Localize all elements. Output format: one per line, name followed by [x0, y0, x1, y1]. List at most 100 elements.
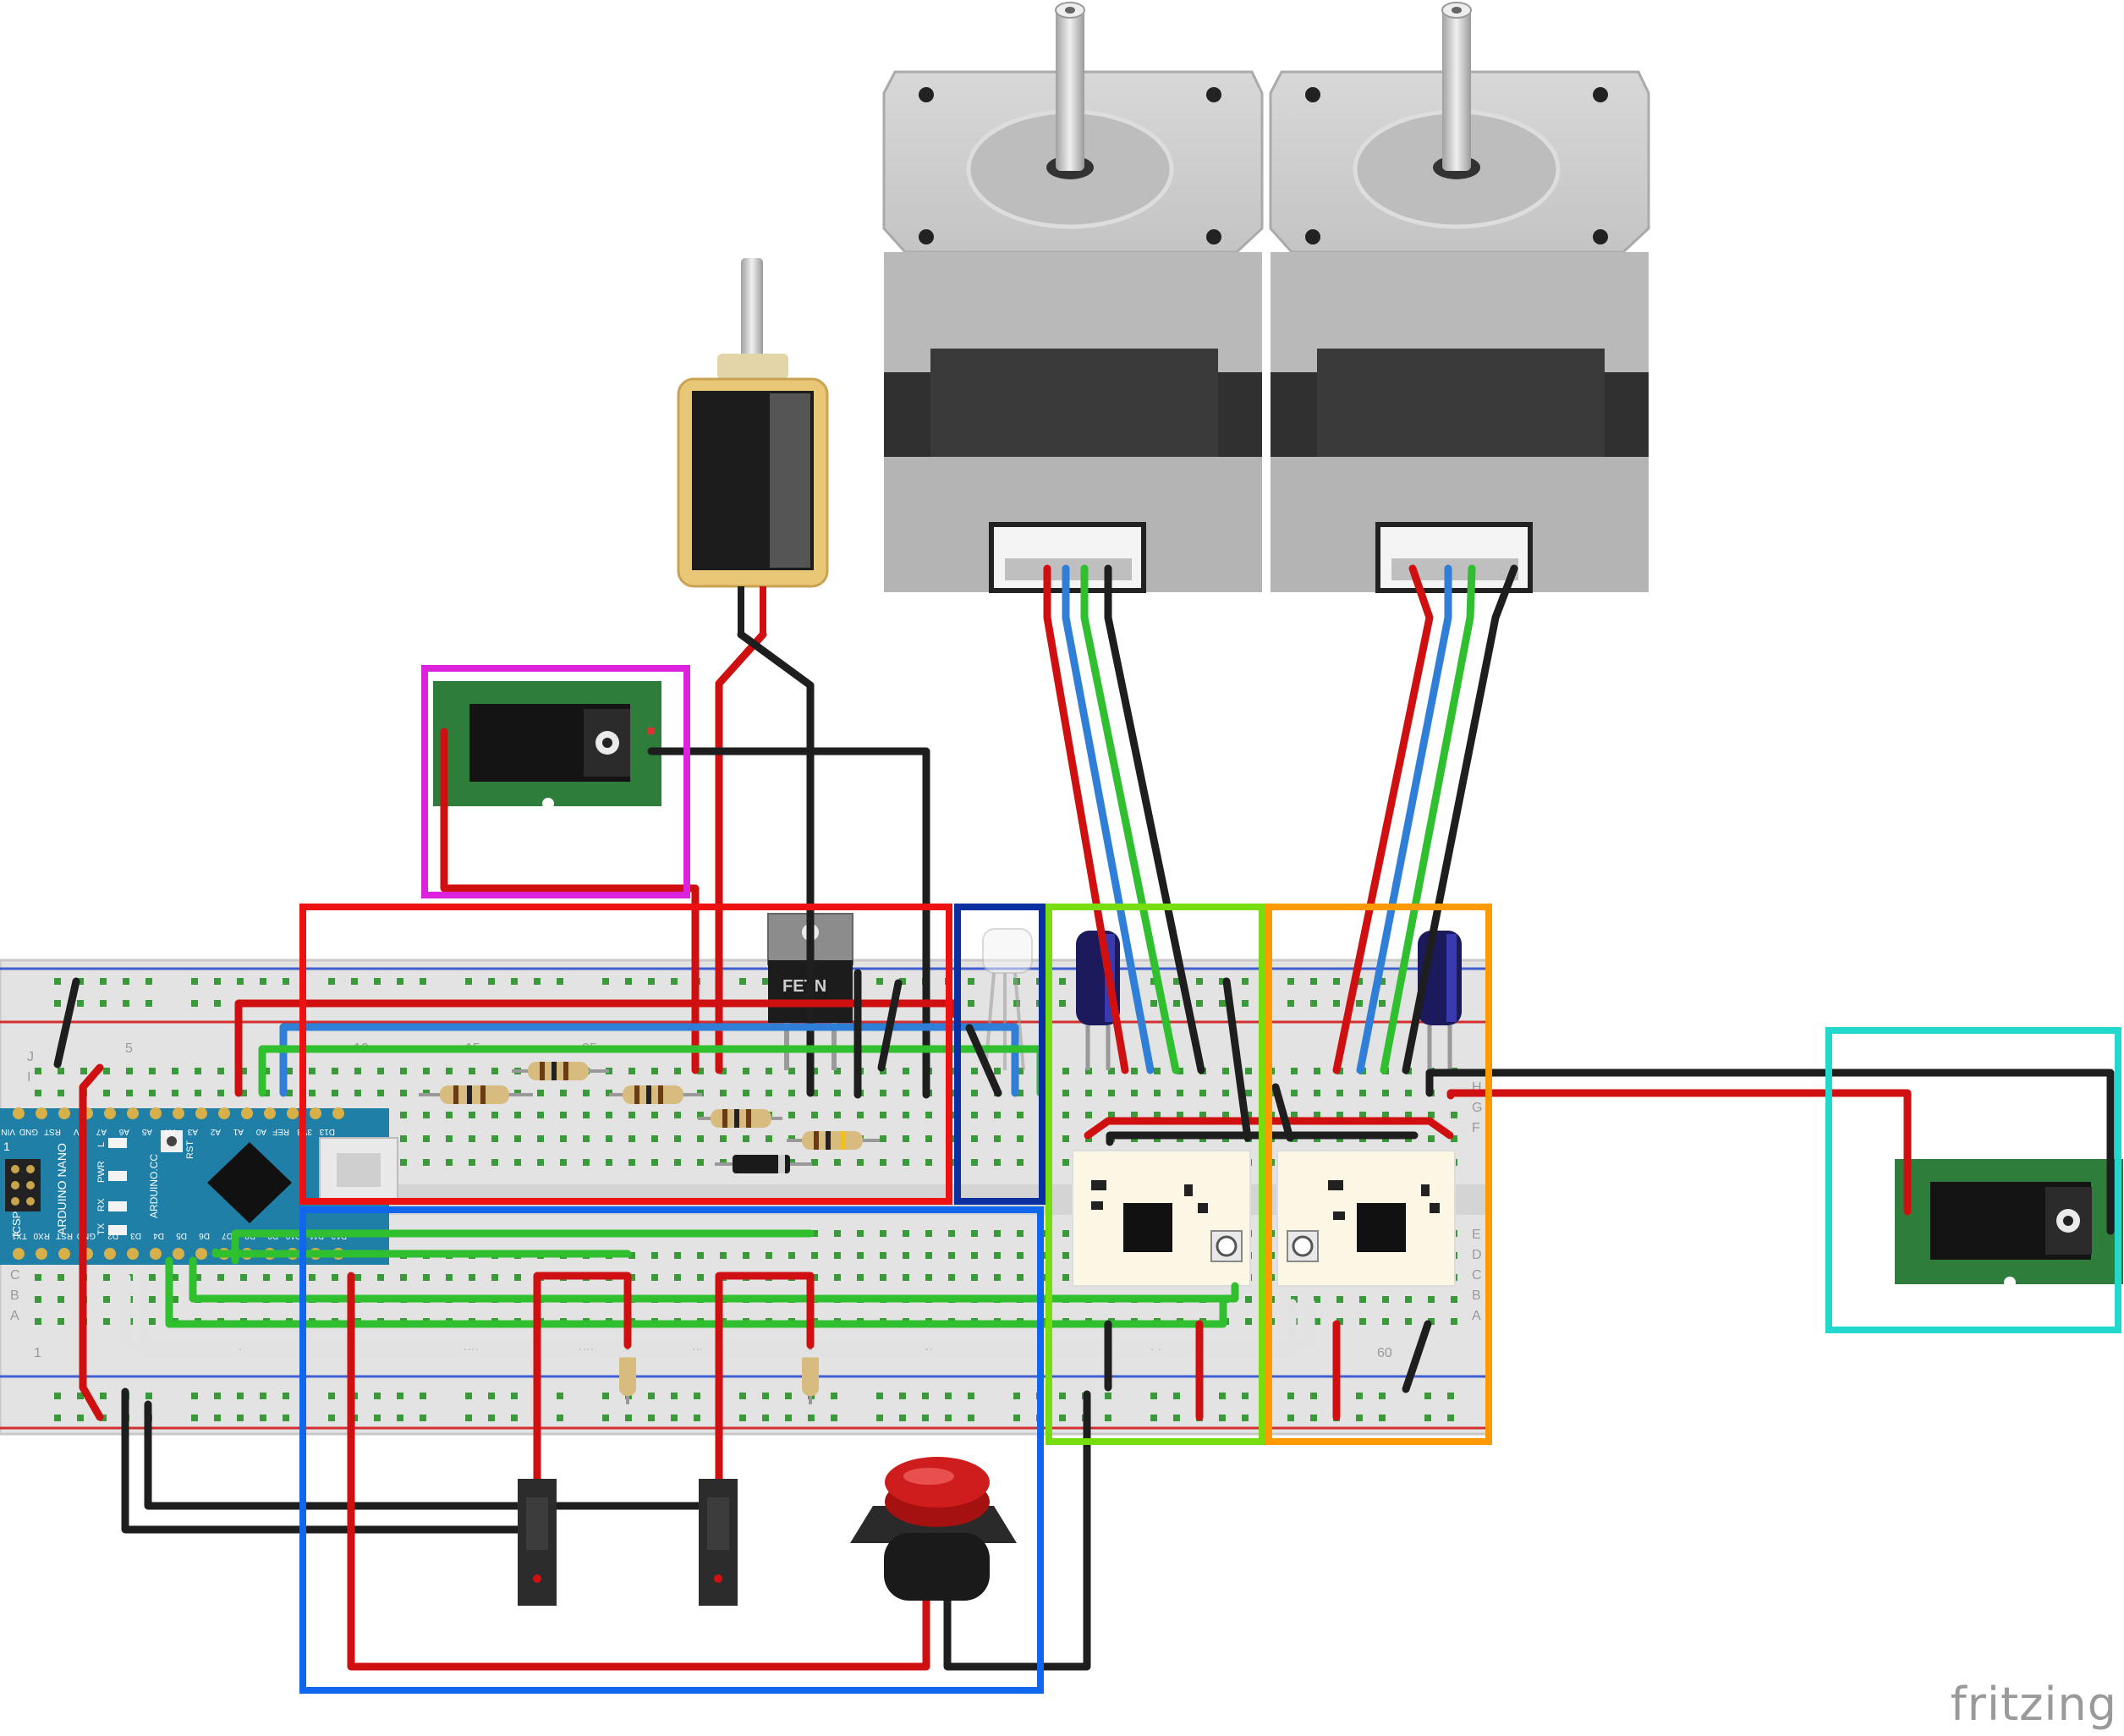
breadboard-hole — [971, 1112, 978, 1118]
breadboard-hole — [857, 1159, 864, 1166]
push-button — [850, 1457, 1017, 1601]
breadboard-hole — [54, 978, 61, 985]
breadboard-hole — [283, 1393, 289, 1399]
breadboard-hole — [217, 1090, 224, 1096]
breadboard-hole — [857, 1274, 864, 1281]
motor-bolt-hole — [1305, 229, 1320, 244]
col-number: 1 — [34, 1346, 41, 1360]
breadboard-hole — [377, 1274, 384, 1281]
breadboard-hole — [766, 1090, 772, 1096]
breadboard-hole — [1451, 1296, 1457, 1303]
breadboard-hole — [1245, 1090, 1252, 1096]
breadboard-hole — [697, 1274, 704, 1281]
breadboard-hole — [469, 1274, 475, 1281]
driver-component — [1091, 1201, 1103, 1210]
breadboard-hole — [35, 1068, 41, 1074]
arduino-pin — [150, 1107, 162, 1119]
breadboard-hole — [1287, 978, 1294, 985]
breadboard-hole — [1173, 1393, 1180, 1399]
motor-shaft-hole-top — [1452, 7, 1462, 14]
breadboard-hole — [377, 1090, 384, 1096]
breadboard-hole — [1356, 1415, 1363, 1421]
arduino-label-tx: TX — [96, 1222, 107, 1235]
breadboard-hole — [58, 1318, 64, 1325]
breadboard-hole — [469, 1068, 475, 1074]
breadboard-hole — [1379, 1393, 1386, 1399]
breadboard-hole — [697, 1068, 704, 1074]
breadboard-hole — [309, 1090, 316, 1096]
breadboard-hole — [126, 1090, 133, 1096]
breadboard-hole — [1085, 1112, 1092, 1118]
breadboard-hole — [354, 1068, 361, 1074]
breadboard-hole — [283, 978, 289, 985]
breadboard-hole — [1154, 1112, 1161, 1118]
breadboard-hole — [1222, 1112, 1229, 1118]
breadboard-hole — [260, 1393, 266, 1399]
breadboard-hole — [1062, 1252, 1069, 1259]
breadboard-hole — [788, 1252, 795, 1259]
row-letter: A — [1472, 1309, 1481, 1323]
breadboard-hole — [1242, 1393, 1249, 1399]
breadboard-hole — [397, 1415, 403, 1421]
breadboard-hole — [968, 1393, 974, 1399]
row-letter: D — [1472, 1248, 1482, 1262]
breadboard-hole — [651, 1159, 658, 1166]
breadboard-hole — [54, 1415, 61, 1421]
driver-component — [1198, 1203, 1208, 1213]
breadboard-hole — [149, 1296, 156, 1303]
stepper-motor-1 — [882, 2, 1264, 593]
breadboard-hole — [968, 978, 974, 985]
breadboard-hole — [1131, 1068, 1138, 1074]
resistor-band — [540, 1062, 545, 1080]
arduino-pin-label: D2 — [107, 1231, 118, 1240]
wire-driver-black-3 — [1271, 1083, 1294, 1142]
icsp-pin — [26, 1165, 35, 1173]
switch-lever — [526, 1497, 548, 1550]
breadboard-hole — [1314, 1112, 1320, 1118]
breadboard-hole — [857, 1230, 864, 1237]
stepper-motor-2 — [1269, 2, 1650, 593]
motor-bolt-hole — [919, 229, 934, 244]
arduino-pin — [150, 1248, 162, 1260]
motor-bolt-hole — [1206, 87, 1221, 102]
arduino-pin-label: A3 — [187, 1127, 198, 1136]
breadboard-hole — [811, 1068, 818, 1074]
breadboard-hole — [1314, 1296, 1320, 1303]
box-inputs — [299, 1206, 1044, 1694]
breadboard-hole — [834, 1252, 841, 1259]
arduino-pin — [218, 1107, 230, 1119]
solenoid-coil-shade — [770, 393, 810, 568]
row-letter: B — [1472, 1288, 1481, 1303]
breadboard-hole — [172, 1296, 178, 1303]
breadboard-hole — [1382, 1112, 1389, 1118]
resistor-body — [623, 1085, 683, 1104]
box-power-jack — [421, 665, 690, 898]
breadboard-hole — [625, 978, 632, 985]
arduino-pin — [332, 1107, 344, 1119]
motor-shaft — [1442, 8, 1471, 171]
breadboard-hole — [400, 1159, 407, 1166]
breadboard-hole — [994, 1252, 1001, 1259]
breadboard-hole — [606, 1159, 612, 1166]
breadboard-hole — [697, 1252, 704, 1259]
breadboard-hole — [309, 1068, 316, 1074]
breadboard-hole — [880, 1274, 886, 1281]
driver-component — [1333, 1211, 1345, 1220]
breadboard-hole — [948, 1274, 955, 1281]
resistor-band — [552, 1062, 557, 1080]
arduino-reset-button-cap — [167, 1136, 177, 1146]
breadboard-hole — [628, 1252, 635, 1259]
breadboard-hole — [400, 1135, 407, 1142]
breadboard-hole — [423, 1159, 430, 1166]
breadboard-hole — [1382, 1090, 1389, 1096]
breadboard-hole — [1447, 1393, 1454, 1399]
breadboard-hole — [628, 1112, 635, 1118]
breadboard-hole — [214, 978, 221, 985]
breadboard-hole — [214, 1000, 221, 1007]
breadboard-hole — [1105, 1415, 1111, 1421]
breadboard-hole — [123, 978, 129, 985]
breadboard-hole — [103, 1318, 110, 1325]
breadboard-hole — [1405, 1296, 1412, 1303]
breadboard-hole — [1356, 1000, 1363, 1007]
motor-stack-face — [1317, 349, 1605, 467]
